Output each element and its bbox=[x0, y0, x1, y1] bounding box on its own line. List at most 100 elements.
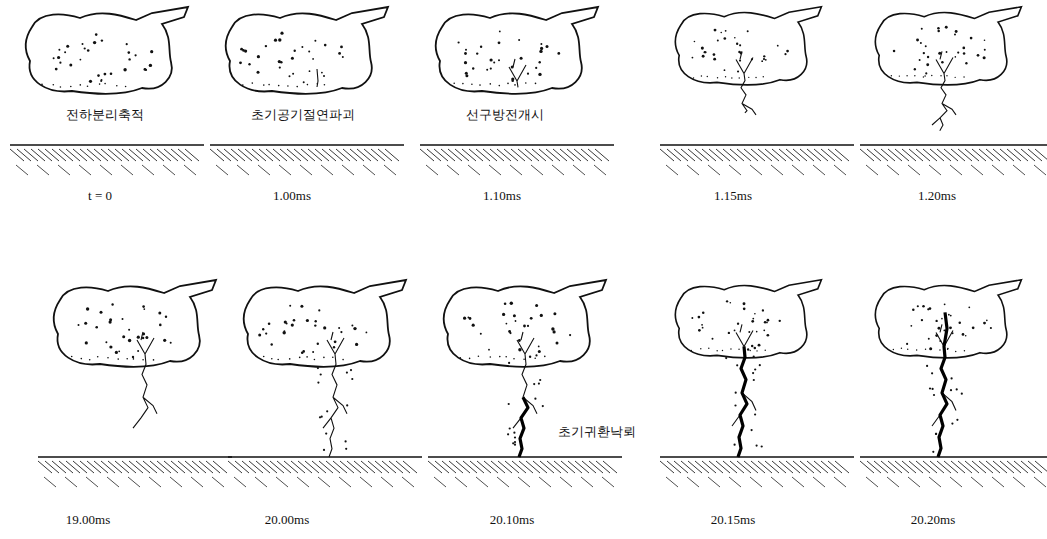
lightning-panel bbox=[228, 280, 422, 487]
charge-dot bbox=[100, 311, 103, 314]
charge-dot bbox=[57, 56, 60, 59]
charge-dot bbox=[95, 33, 98, 36]
charge-dot bbox=[924, 75, 926, 77]
charge-dot bbox=[739, 60, 741, 62]
charge-dot bbox=[743, 302, 746, 305]
ground-hatch bbox=[115, 149, 129, 161]
ground-hatch bbox=[800, 149, 814, 161]
charge-dot bbox=[317, 382, 319, 384]
charge-dot bbox=[713, 58, 716, 61]
ground-hatch bbox=[834, 477, 846, 487]
charge-dot bbox=[453, 82, 455, 84]
charge-dot bbox=[53, 57, 55, 59]
ground-hatch bbox=[210, 149, 224, 161]
charge-dot bbox=[707, 76, 708, 77]
ground-hatch bbox=[695, 461, 709, 473]
ground-hatch bbox=[484, 461, 498, 473]
ground-hatch bbox=[368, 461, 382, 473]
ground-hatch bbox=[828, 461, 842, 473]
charge-dot bbox=[476, 52, 478, 54]
charge-dot bbox=[927, 308, 929, 310]
ground-hatch bbox=[505, 461, 519, 473]
charge-dot bbox=[753, 379, 755, 381]
charge-dot bbox=[508, 362, 510, 364]
charge-dot bbox=[80, 59, 82, 61]
ground-hatch bbox=[930, 461, 944, 473]
ground-hatch bbox=[59, 149, 73, 161]
charge-dot bbox=[465, 49, 467, 51]
charge-dot bbox=[763, 329, 765, 331]
ground-hatch bbox=[595, 149, 609, 161]
ground-hatch bbox=[916, 461, 930, 473]
charge-dot bbox=[754, 313, 756, 315]
charge-dot bbox=[912, 309, 915, 312]
ground-hatch bbox=[86, 477, 98, 487]
charge-dot bbox=[498, 59, 500, 61]
charge-dot bbox=[508, 403, 510, 405]
charge-dot bbox=[756, 445, 758, 447]
ground-line bbox=[38, 456, 232, 458]
charge-dot bbox=[145, 69, 147, 71]
charge-dot bbox=[535, 304, 538, 307]
charge-dot bbox=[698, 329, 701, 332]
charge-dot bbox=[955, 30, 958, 33]
charge-dot bbox=[80, 84, 82, 86]
thundercloud bbox=[436, 7, 598, 94]
charge-dot bbox=[965, 335, 967, 337]
ground-hatch bbox=[958, 461, 972, 473]
charge-dot bbox=[300, 305, 303, 308]
charge-dot bbox=[265, 45, 267, 47]
charge-dot bbox=[122, 318, 124, 320]
charge-dot bbox=[265, 333, 267, 335]
ground-hatch bbox=[1034, 165, 1046, 175]
ground-hatch bbox=[807, 461, 821, 473]
ground-hatch bbox=[297, 477, 309, 487]
charge-dot bbox=[41, 84, 43, 86]
thundercloud bbox=[675, 280, 821, 358]
charge-dot bbox=[334, 340, 337, 343]
ground-hatch bbox=[94, 149, 108, 161]
charge-dot bbox=[97, 74, 100, 77]
charge-dot bbox=[340, 46, 343, 49]
charge-dot bbox=[315, 320, 317, 322]
charge-dot bbox=[755, 77, 756, 78]
ground-hatch bbox=[965, 149, 979, 161]
return-stroke bbox=[738, 346, 747, 457]
ground-hatch bbox=[384, 165, 396, 175]
thundercloud bbox=[26, 7, 188, 94]
ground-hatch bbox=[1035, 149, 1047, 161]
ground-hatch bbox=[170, 477, 182, 487]
charge-dot bbox=[906, 343, 908, 345]
charge-dot bbox=[553, 330, 556, 333]
charge-dot bbox=[512, 442, 514, 444]
charge-dot bbox=[84, 47, 86, 49]
charge-dot bbox=[515, 320, 517, 322]
ground-hatch bbox=[128, 477, 140, 487]
ground-hatch bbox=[504, 149, 518, 161]
ground-hatch bbox=[378, 149, 392, 161]
charge-dot bbox=[720, 32, 722, 34]
ground-hatch bbox=[553, 149, 567, 161]
ground-line bbox=[860, 456, 1047, 458]
ground-hatch bbox=[575, 461, 589, 473]
ground-hatch bbox=[476, 477, 488, 487]
ground-hatch bbox=[744, 149, 758, 161]
charge-dot bbox=[698, 316, 701, 319]
charge-dot bbox=[941, 61, 944, 64]
charge-dot bbox=[927, 56, 929, 58]
charge-dot bbox=[314, 40, 316, 42]
ground-hatch bbox=[860, 149, 874, 161]
charge-dot bbox=[708, 348, 709, 349]
charge-dot bbox=[761, 445, 763, 447]
charge-dot bbox=[150, 50, 153, 53]
stage-label: 전하분리축적 bbox=[66, 107, 144, 123]
time-label: 19.00ms bbox=[66, 512, 110, 528]
charge-dot bbox=[986, 320, 988, 322]
ground-hatch bbox=[666, 165, 678, 175]
ground-hatch bbox=[100, 165, 112, 175]
ground-hatch bbox=[887, 165, 899, 175]
ground-hatch bbox=[389, 461, 403, 473]
charge-dot bbox=[289, 75, 291, 77]
ground-hatch bbox=[206, 461, 220, 473]
